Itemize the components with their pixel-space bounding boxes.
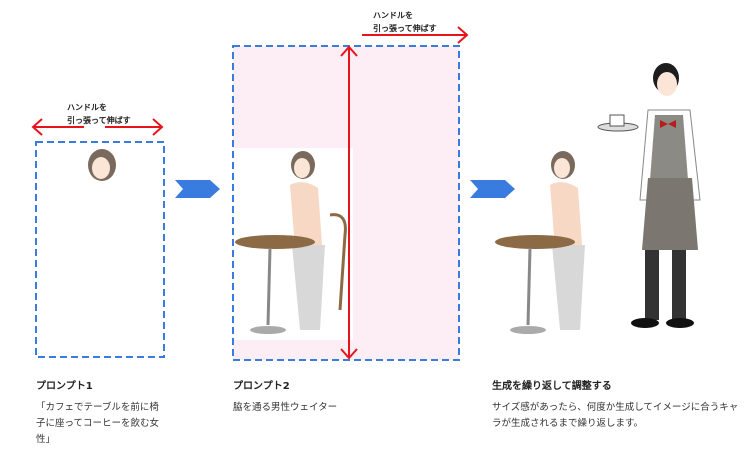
step-description: 脇を通る男性ウェイター [233,402,338,413]
vertical-stretch-arrow [340,45,358,360]
step-description: 「カフェでテーブルを前に椅子に座ってコーヒーを飲む女性」 [36,402,160,445]
step-3: 生成を繰り返して調整する サイズ感があったら、何度か生成してイメージに合うキャラ… [492,377,742,432]
canvas-frame-1[interactable] [35,141,165,358]
step-title: プロンプト2 [233,381,290,392]
step-title: プロンプト1 [36,381,93,392]
step-2: プロンプト2 脇を通る男性ウェイター [233,377,433,416]
woman-head-illustration [88,149,116,181]
left-stretch-arrows [31,118,164,136]
handle-hint-1: ハンドルを 引っ張って伸ばす [67,101,131,127]
woman-at-cafe-illustration [235,151,347,334]
hint-line-2: 引っ張って伸ばす [373,24,437,33]
step-1: プロンプト1 「カフェでテーブルを前に椅子に座ってコーヒーを飲む女性」 [36,377,161,448]
next-step-chevron-1 [175,180,220,198]
final-result-illustration [495,63,701,334]
handle-hint-2: ハンドルを 引っ張って伸ばす [373,9,437,35]
canvas-frame-2[interactable] [232,45,460,361]
step-title: 生成を繰り返して調整する [492,381,612,392]
next-step-chevron-2 [470,180,515,198]
top-stretch-arrow [362,26,469,44]
hint-line-1: ハンドルを [373,11,413,20]
hint-line-1: ハンドルを [67,103,107,112]
hint-line-2: 引っ張って伸ばす [67,116,131,125]
step-description: サイズ感があったら、何度か生成してイメージに合うキャラが生成されるまで繰り返しま… [492,402,739,429]
